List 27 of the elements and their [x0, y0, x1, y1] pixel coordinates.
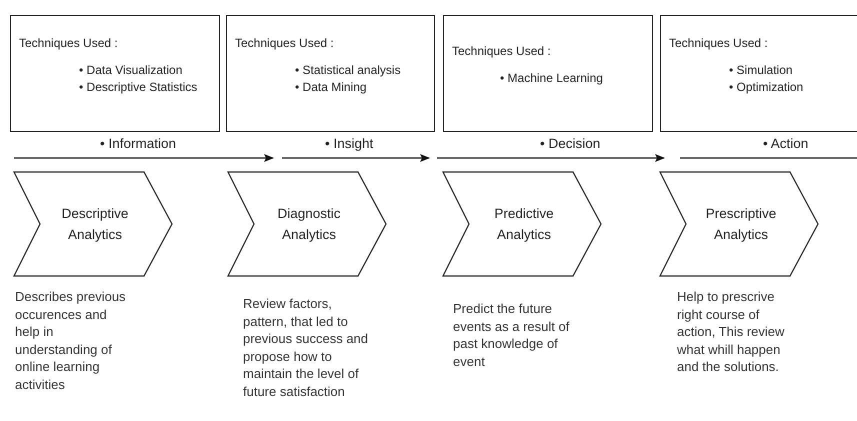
stage-title: Descriptive Analytics	[60, 205, 130, 244]
stage-title: Diagnostic Analytics	[276, 205, 342, 244]
box-heading: Techniques Used :	[19, 36, 119, 50]
stage-title: Predictive Analytics	[493, 205, 555, 244]
stage-label: • Information	[100, 136, 176, 151]
technique-box	[226, 15, 435, 132]
box-heading: Techniques Used :	[452, 44, 552, 58]
stage-description: Predict the future events as a result of past knowledge of event	[453, 300, 570, 370]
stage-label: • Insight	[325, 136, 374, 151]
technique-box	[443, 15, 653, 132]
technique-box	[10, 15, 220, 132]
technique-item: • Machine Learning	[500, 70, 604, 87]
technique-item: • Statistical analysis	[295, 62, 402, 79]
stage-title: Prescriptive Analytics	[704, 205, 778, 244]
technique-item: • Optimization	[729, 79, 804, 96]
stage-description: Help to prescrive right course of action, This review what whill happen and the solutions.	[677, 288, 786, 376]
technique-box	[660, 15, 857, 132]
technique-item: • Descriptive Statistics	[79, 79, 198, 96]
box-heading: Techniques Used :	[235, 36, 335, 50]
technique-item: • Simulation	[729, 62, 794, 79]
box-heading: Techniques Used :	[669, 36, 769, 50]
technique-item: • Data Mining	[295, 79, 368, 96]
stage-description: Describes previous occurences and help in understanding of online learning activities	[15, 288, 127, 393]
stage-label: • Action	[763, 136, 808, 151]
stage-label: • Decision	[540, 136, 600, 151]
technique-item: • Data Visualization	[79, 62, 184, 79]
stage-description: Review factors, pattern, that led to previous success and propose how to maintain the level of future satisfaction	[243, 295, 368, 400]
